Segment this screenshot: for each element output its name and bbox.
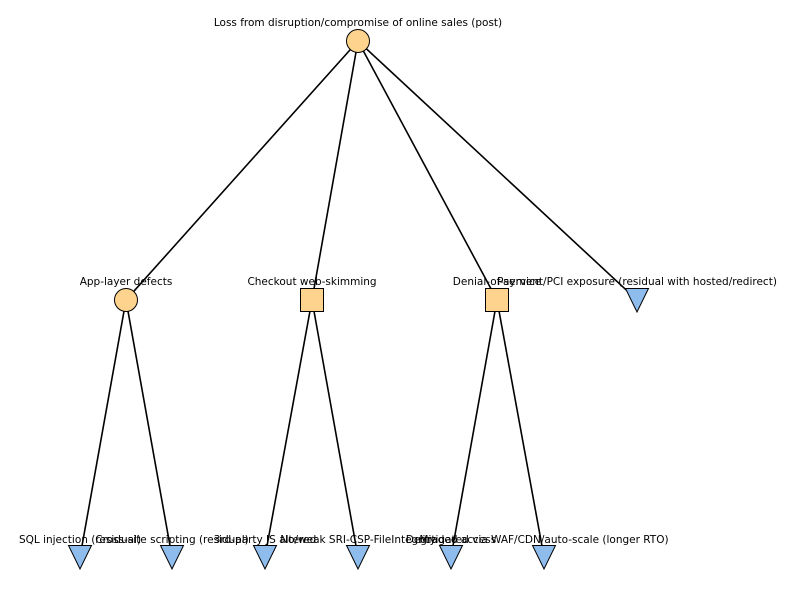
leaf-node-3-1-triangle	[438, 545, 464, 571]
root-node-label: Loss from disruption/compromise of onlin…	[214, 17, 502, 29]
edge-branch-1-to-leaf-1	[79, 299, 127, 558]
branch-node-4-triangle	[624, 288, 650, 314]
labels-layer: Loss from disruption/compromise of onlin…	[19, 17, 777, 546]
leaf-node-3-2-label: Mitigated via WAF/CDN/auto-scale (longer…	[419, 534, 668, 546]
branch-node-4-label: Payment/PCI exposure (residual with host…	[497, 276, 777, 288]
branch-node-1-circle	[114, 288, 138, 312]
branch-node-1-label: App-layer defects	[80, 276, 173, 288]
leaf-node-2-1-label: 3rd-party JS altered	[214, 534, 317, 546]
leaf-node-1-2-triangle	[159, 545, 185, 571]
leaf-node-3-1-label: Degraded access	[406, 534, 496, 546]
leaf-node-3-2-triangle	[531, 545, 557, 571]
leaf-node-1-1-triangle	[67, 545, 93, 571]
edge-branch-2-to-leaf-1	[264, 299, 313, 558]
leaf-node-2-1-triangle	[252, 545, 278, 571]
edge-branch-3-to-leaf-2	[496, 299, 545, 558]
edge-root-to-branch-1	[125, 40, 359, 301]
leaf-node-2-2-label: No/weak SRI-CSP-FileIntegrity	[280, 534, 436, 546]
branch-node-2-label: Checkout web-skimming	[247, 276, 376, 288]
edge-branch-1-to-leaf-2	[125, 299, 173, 558]
leaf-node-1-2-label: Cross-site scripting (residual)	[95, 534, 249, 546]
leaf-node-2-2-triangle	[345, 545, 371, 571]
nodes-layer	[67, 29, 650, 571]
branch-node-3-label: Denial-of-service	[453, 276, 541, 288]
branch-node-2-square	[300, 288, 324, 312]
branch-node-3-square	[485, 288, 509, 312]
edge-root-to-branch-4	[357, 40, 638, 301]
edges-layer	[79, 40, 638, 558]
edge-root-to-branch-2	[311, 40, 359, 301]
edge-root-to-branch-3	[357, 40, 498, 301]
root-node-circle	[346, 29, 370, 53]
edge-branch-3-to-leaf-1	[450, 299, 498, 558]
edge-branch-2-to-leaf-2	[311, 299, 359, 558]
leaf-node-1-1-label: SQL injection (residual)	[19, 534, 141, 546]
